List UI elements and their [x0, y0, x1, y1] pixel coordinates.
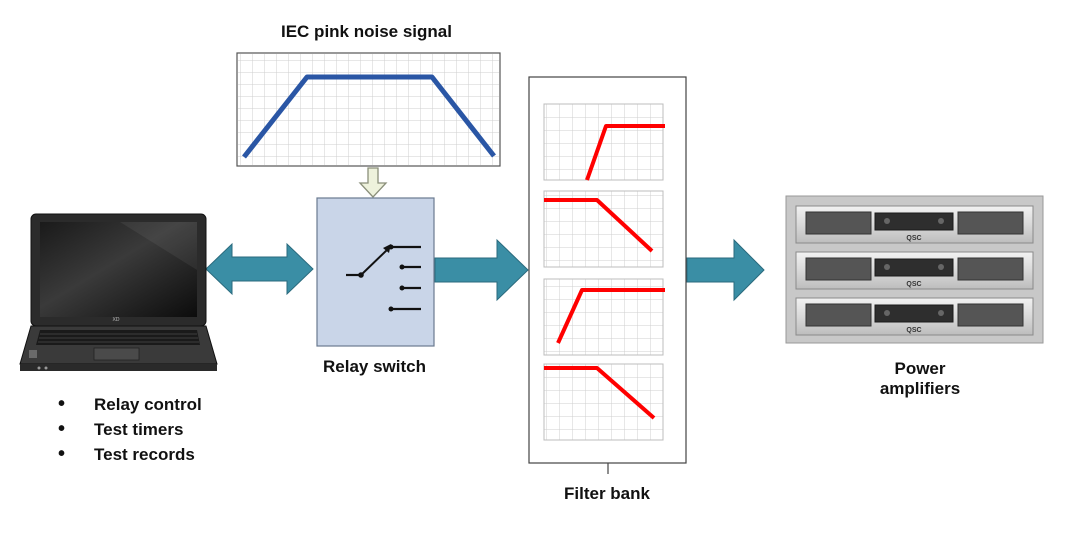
laptop-icon: XD — [19, 213, 218, 371]
amplifiers-label: Power amplifiers — [860, 359, 980, 399]
relay-label: Relay switch — [323, 357, 426, 376]
amplifier-unit: QSC — [795, 205, 1034, 244]
list-item: Test timers — [58, 417, 202, 442]
amp-brand-1: QSC — [906, 235, 921, 242]
filter-lowpass-1 — [543, 190, 664, 268]
amp-brand-3: QSC — [906, 327, 921, 334]
amplifier-unit: QSC — [795, 297, 1034, 336]
list-item: Test records — [58, 442, 202, 467]
laptop-badge: XD — [113, 317, 120, 323]
amplifiers-label-line2: amplifiers — [879, 379, 961, 398]
list-item: Relay control — [58, 392, 202, 417]
laptop-feature-list: Relay control Test timers Test records — [58, 392, 202, 467]
power-amplifiers-icon: QSC QSC QSC — [785, 195, 1044, 344]
amplifiers-label-line1: Power — [894, 359, 946, 378]
filter-to-amp-arrow — [686, 238, 765, 302]
filter-bank — [528, 76, 687, 474]
relay-to-filter-arrow — [434, 238, 529, 302]
relay-switch-box — [316, 197, 435, 347]
filter-lowpass-2 — [543, 363, 664, 441]
signal-down-arrow — [358, 167, 388, 198]
pink-noise-curve — [242, 74, 496, 159]
filter-highpass-2 — [543, 278, 665, 356]
filter-bank-label: Filter bank — [564, 484, 650, 503]
filter-highpass-1 — [543, 103, 665, 181]
amp-brand-2: QSC — [906, 281, 921, 288]
bidirectional-arrow — [205, 242, 314, 296]
signal-title: IEC pink noise signal — [281, 22, 452, 41]
pink-noise-chart — [236, 52, 501, 167]
amplifier-unit: QSC — [795, 251, 1034, 290]
